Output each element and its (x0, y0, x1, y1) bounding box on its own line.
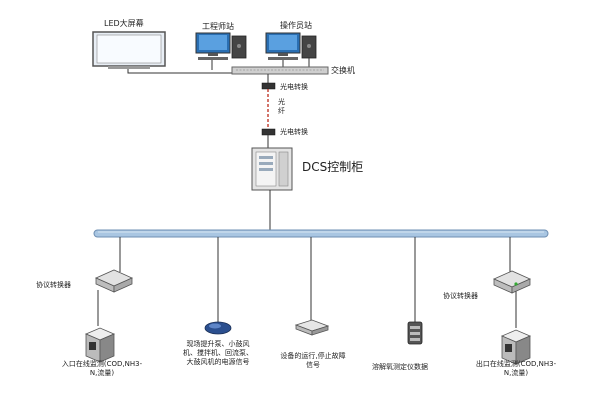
do-probe-icon (407, 321, 423, 345)
protocol-converter-left-label: 协议转换器 (36, 281, 71, 289)
dcs-cabinet-label: DCS控制柜 (302, 160, 364, 174)
field-device-icon (204, 321, 232, 335)
bus-drop-lines (97, 237, 517, 328)
do-meter-label: 溶解氧测定仪数据 (372, 363, 428, 371)
inlet-analyzer-icon (84, 327, 116, 363)
protocol-converter-left-icon (95, 269, 133, 293)
protocol-converter-right-icon (493, 270, 531, 294)
signal-relay-icon (294, 319, 330, 336)
converter-bottom-icon (261, 128, 276, 136)
protocol-converter-right-label: 协议转换器 (443, 292, 478, 300)
converter-bottom-label: 光电转换 (280, 128, 308, 136)
inlet-monitor-label: 入口在线监测(COD,NH3-N,流量) (61, 360, 143, 377)
outlet-monitor-label: 出口在线监测(COD,NH3-N,流量) (475, 360, 557, 377)
fiber-label: 光纤 (278, 98, 285, 115)
control-cabinet-icon (251, 147, 293, 191)
led-screen-icon (92, 31, 166, 69)
operator-workstation-icon (265, 32, 317, 60)
engineer-workstation-icon (195, 32, 247, 60)
field-bus (93, 229, 549, 238)
equipment-status-label: 设备的运行,停止故障信号 (280, 352, 346, 369)
led-screen-label: LED大屏幕 (104, 19, 144, 28)
operator-station-label: 操作员站 (280, 21, 312, 30)
engineer-station-label: 工程师站 (202, 22, 234, 31)
network-switch-icon (231, 66, 329, 75)
outlet-analyzer-icon (500, 329, 532, 365)
converter-top-icon (261, 82, 276, 90)
pumps-signals-label: 现场提升泵、小鼓风机、搅拌机、回流泵、大鼓风机的电源信号 (183, 340, 253, 366)
converter-top-label: 光电转换 (280, 83, 308, 91)
switch-label: 交换机 (331, 66, 355, 75)
